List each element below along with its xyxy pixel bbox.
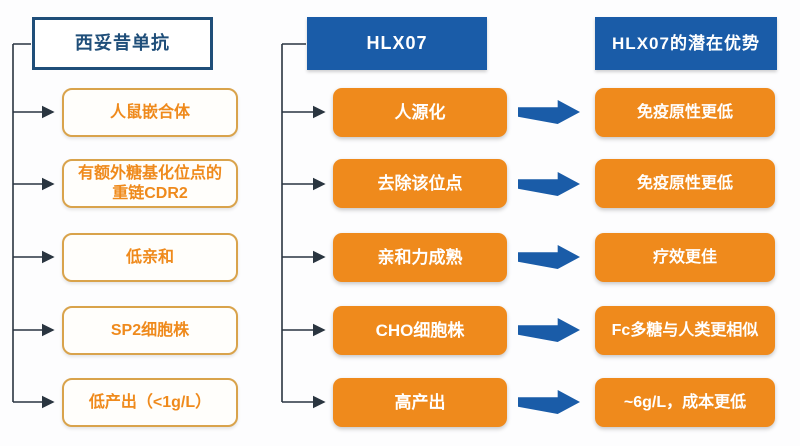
right-arrow-1 [518,100,580,124]
advantage-1: 免疫原性更低 [595,88,775,137]
advantage-4: Fc多糖与人类更相似 [595,306,775,355]
hlx07-feature-5: 高产出 [333,378,507,427]
right-arrow-3 [518,245,580,269]
cetuximab-feature-1: 人鼠嵌合体 [62,88,238,137]
hlx07-feature-3: 亲和力成熟 [333,233,507,282]
cetuximab-header: 西妥昔单抗 [32,17,213,70]
hlx07-feature-2: 去除该位点 [333,159,507,208]
advantages-header: HLX07的潜在优势 [595,17,777,70]
cetuximab-feature-4: SP2细胞株 [62,306,238,355]
hlx07-header: HLX07 [307,17,487,70]
hlx07-feature-1: 人源化 [333,88,507,137]
cetuximab-feature-3: 低亲和 [62,233,238,282]
hlx07-feature-4: CHO细胞株 [333,306,507,355]
right-arrow-4 [518,318,580,342]
right-arrow-2 [518,172,580,196]
cetuximab-feature-5: 低产出（<1g/L） [62,378,238,427]
advantage-3: 疗效更佳 [595,233,775,282]
cetuximab-feature-2: 有额外糖基化位点的 重链CDR2 [62,159,238,208]
advantage-5: ~6g/L，成本更低 [595,378,775,427]
advantage-2: 免疫原性更低 [595,159,775,208]
right-arrow-5 [518,390,580,414]
